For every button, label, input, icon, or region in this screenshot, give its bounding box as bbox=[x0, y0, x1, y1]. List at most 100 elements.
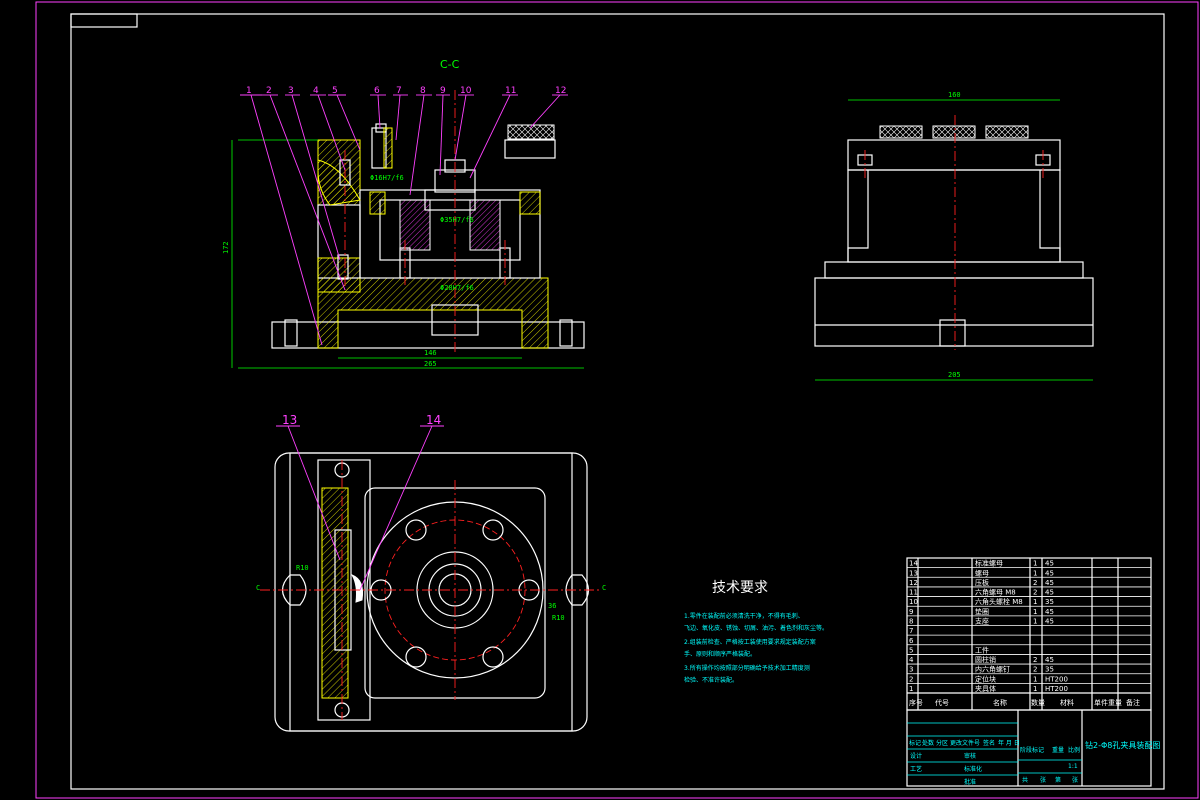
sheet-unit-2: 张 bbox=[1072, 776, 1078, 784]
part-mat: 45 bbox=[1045, 618, 1054, 626]
section-mark-left: C bbox=[256, 584, 260, 592]
hdr-mat: 材料 bbox=[1060, 698, 1074, 707]
part-qty: 1 bbox=[1033, 560, 1037, 568]
tech-requirements: 技术要求 1.零件在装配前必须清洗干净，不得有毛刺、 飞边、氧化皮、锈蚀、切屑、… bbox=[684, 580, 828, 684]
fit-mark-3: Φ28H7/f6 bbox=[440, 284, 474, 292]
balloon-leaders bbox=[240, 94, 568, 346]
base-plate bbox=[271, 321, 585, 349]
balloon-10: 10 bbox=[460, 86, 472, 96]
sign-mark: 标记 bbox=[909, 739, 921, 747]
scale-ratio: 比例 bbox=[1068, 746, 1080, 754]
center-boss bbox=[399, 199, 431, 251]
part-name: 标准螺母 bbox=[975, 559, 1003, 568]
sign-change: 更改文件号 bbox=[950, 739, 980, 747]
part-no: 1 bbox=[909, 685, 913, 693]
front-section-view: C-C bbox=[222, 58, 585, 369]
side-dim-top: 160 bbox=[948, 91, 961, 99]
fit-mark-2: Φ35H7/f6 bbox=[440, 216, 474, 224]
side-view: 160 205 bbox=[814, 91, 1094, 381]
side-pad-3 bbox=[985, 125, 1029, 139]
sheet-total: 共 bbox=[1022, 776, 1028, 784]
side-base bbox=[814, 277, 1094, 347]
fit-mark-1: Φ16H7/f6 bbox=[370, 174, 404, 182]
tech-req-line-1: 1.零件在装配前必须清洗干净，不得有毛刺、 bbox=[684, 612, 804, 620]
balloon-7: 7 bbox=[396, 86, 402, 96]
part-no: 5 bbox=[909, 646, 913, 654]
part-qty: 2 bbox=[1033, 589, 1037, 597]
part-mat: 45 bbox=[1045, 656, 1054, 664]
slot-label-1: R10 bbox=[296, 564, 309, 572]
tech-req-line-2: 飞边、氧化皮、锈蚀、切屑、油污、着色剂和灰尘等。 bbox=[684, 624, 828, 632]
part-no: 3 bbox=[909, 666, 913, 674]
fixture-body bbox=[317, 277, 549, 349]
sign-date: 年 月 日 bbox=[998, 739, 1020, 747]
balloon-5: 5 bbox=[332, 86, 338, 96]
part-no: 2 bbox=[909, 675, 913, 683]
part-no: 9 bbox=[909, 608, 913, 616]
part-no: 8 bbox=[909, 618, 913, 626]
balloon-11: 11 bbox=[505, 86, 516, 96]
side-pad-2 bbox=[932, 125, 976, 139]
sign-review: 审核 bbox=[964, 752, 976, 760]
part-name: 垫圈 bbox=[975, 607, 989, 616]
sign-signature: 签名 bbox=[983, 739, 995, 747]
balloon-9: 9 bbox=[440, 86, 446, 96]
section-mark-right: C bbox=[602, 584, 606, 592]
balloon-4: 4 bbox=[313, 86, 319, 96]
part-no: 13 bbox=[909, 569, 918, 577]
part-qty: 1 bbox=[1033, 598, 1037, 606]
part-qty: 1 bbox=[1033, 685, 1037, 693]
hdr-code: 代号 bbox=[935, 698, 949, 707]
part-mat: 45 bbox=[1045, 608, 1054, 616]
dim-base-total: 265 bbox=[424, 360, 437, 368]
hdr-qty: 数量 bbox=[1031, 698, 1045, 707]
part-qty: 1 bbox=[1033, 569, 1037, 577]
balloon-3: 3 bbox=[288, 86, 294, 96]
part-no: 4 bbox=[909, 656, 914, 664]
part-no: 12 bbox=[909, 579, 918, 587]
part-mat: 45 bbox=[1045, 560, 1054, 568]
top-view: 13 14 C C R10 R10 36 bbox=[256, 413, 606, 732]
pressure-pad bbox=[507, 124, 555, 140]
balloon-2: 2 bbox=[266, 86, 272, 96]
balloon-12: 12 bbox=[555, 86, 566, 96]
hdr-weight: 单件重量 bbox=[1094, 698, 1122, 707]
part-name: 圆柱销 bbox=[975, 655, 996, 664]
part-qty: 1 bbox=[1033, 608, 1037, 616]
part-mat: 45 bbox=[1045, 579, 1054, 587]
sign-count: 处数 bbox=[922, 739, 934, 747]
part-qty: 2 bbox=[1033, 579, 1037, 587]
scale-value: 1:1 bbox=[1068, 763, 1078, 770]
dim-height: 172 bbox=[222, 241, 230, 254]
part-qty: 1 bbox=[1033, 618, 1037, 626]
sheet-border-outer bbox=[35, 1, 1199, 799]
part-name: 螺母 bbox=[975, 568, 989, 577]
dim-base-inner: 146 bbox=[424, 349, 437, 357]
slot-label-3: 36 bbox=[548, 602, 556, 610]
sheet-border-inner bbox=[70, 13, 1165, 790]
hdr-remark: 备注 bbox=[1126, 698, 1140, 707]
tech-req-line-4: 手、原则和顺序严格装配。 bbox=[684, 650, 756, 658]
tech-req-line-6: 检验、不准许装配。 bbox=[684, 676, 738, 684]
hdr-name: 名称 bbox=[993, 698, 1007, 707]
balloon-8: 8 bbox=[420, 86, 426, 96]
part-qty: 1 bbox=[1033, 675, 1037, 683]
balloon-6: 6 bbox=[374, 86, 380, 96]
code-box bbox=[70, 13, 138, 28]
balloon-13: 13 bbox=[282, 413, 297, 427]
sheet-no: 第 bbox=[1055, 776, 1061, 784]
part-no: 14 bbox=[909, 560, 918, 568]
side-pad-1 bbox=[879, 125, 923, 139]
balloon-14: 14 bbox=[426, 413, 441, 427]
part-no: 10 bbox=[909, 598, 918, 606]
part-mat: 35 bbox=[1045, 598, 1054, 606]
part-qty: 2 bbox=[1033, 656, 1037, 664]
bottom-nut bbox=[431, 304, 479, 336]
part-name: 压板 bbox=[975, 578, 989, 587]
sign-process: 工艺 bbox=[910, 765, 922, 773]
part-name: 六角螺母 M8 bbox=[975, 588, 1016, 597]
part-no: 11 bbox=[909, 589, 918, 597]
